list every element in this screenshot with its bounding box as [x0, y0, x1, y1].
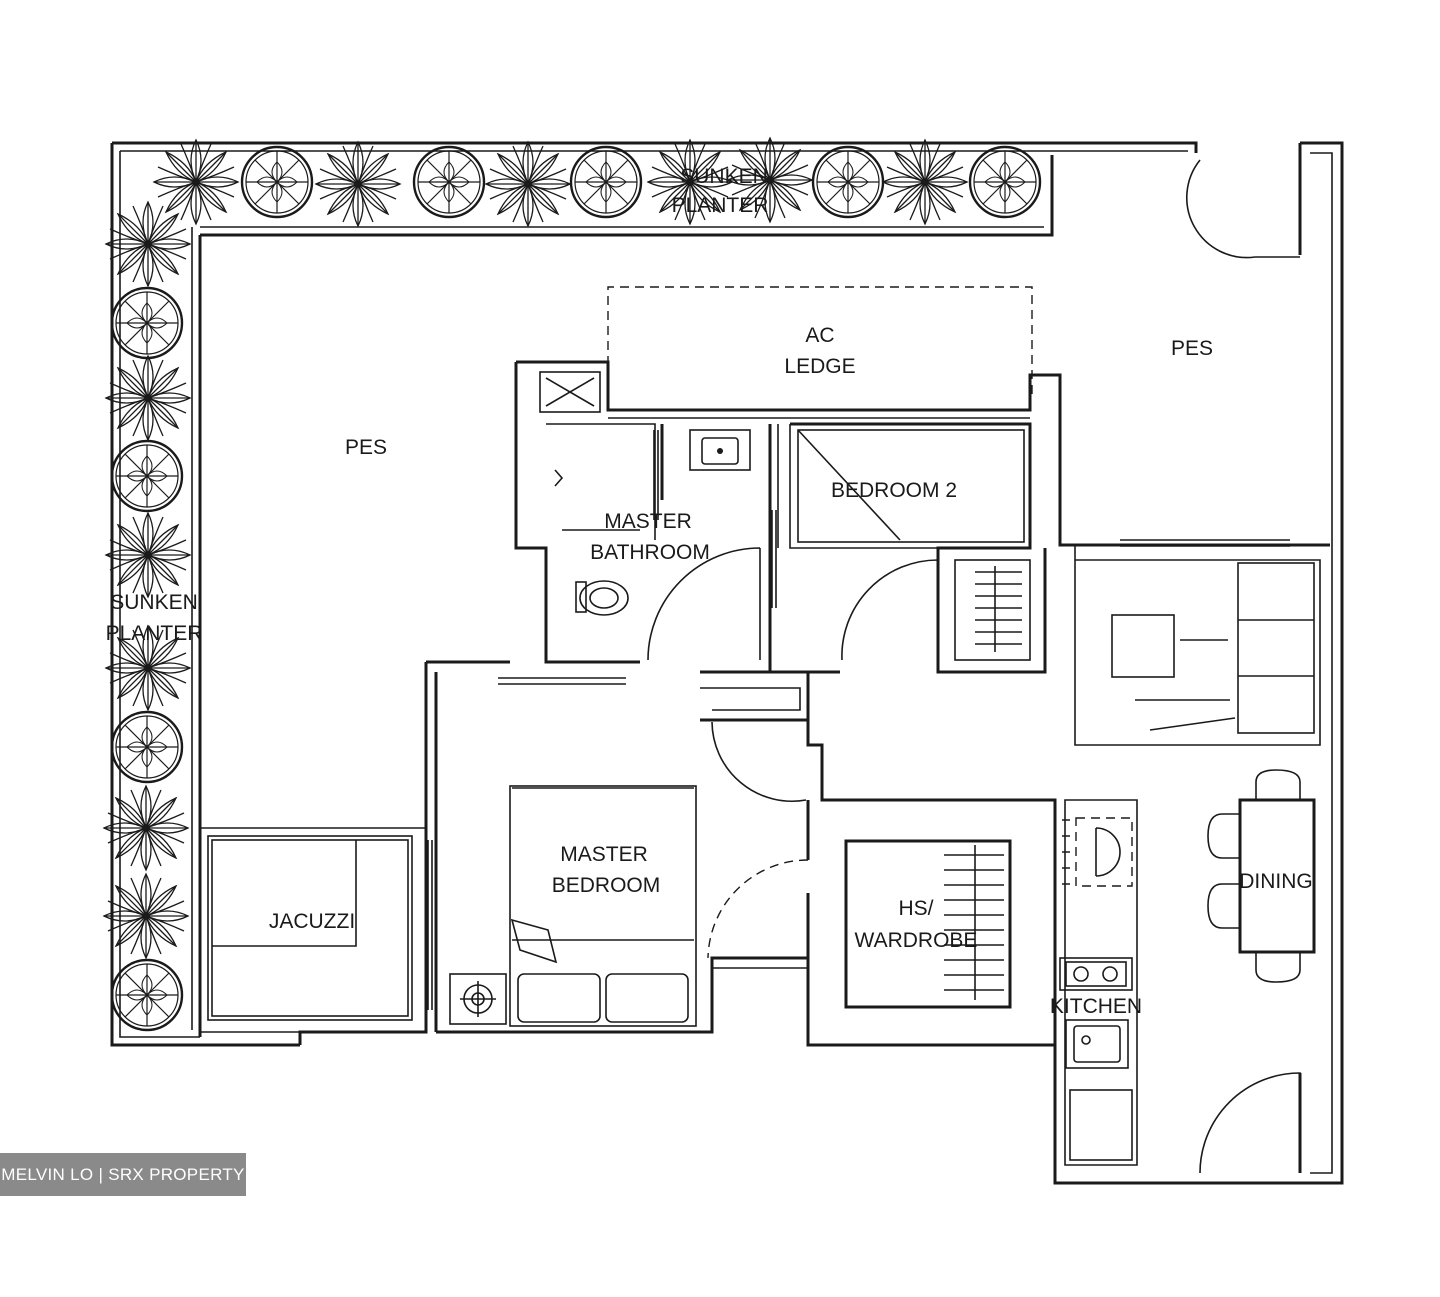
ac-ledge-outline	[607, 286, 1033, 410]
round-tree-icon	[110, 439, 184, 513]
shrub-icon	[882, 139, 968, 225]
sink-icon	[1065, 1019, 1133, 1161]
label-pes-right: PES	[1171, 337, 1213, 360]
label-sunken-planter-left-2: PLANTER	[106, 622, 203, 645]
pillow-icon	[517, 973, 689, 1023]
door-swing-icon	[647, 159, 1301, 1174]
chair-icon	[1207, 769, 1301, 983]
label-jacuzzi: JACUZZI	[269, 910, 355, 933]
shower-icon	[539, 371, 640, 531]
shrub-icon	[105, 355, 191, 441]
bed-icon	[797, 429, 1025, 543]
shrub-icon	[485, 141, 571, 227]
shrub-icon	[105, 201, 191, 287]
round-tree-icon	[811, 145, 885, 219]
label-hs-wardrobe-1: HS/	[898, 897, 933, 920]
label-kitchen: KITCHEN	[1050, 995, 1142, 1018]
label-sunken-planter-top-2: PLANTER	[672, 194, 769, 217]
label-pes-left: PES	[345, 436, 387, 459]
round-tree-icon	[968, 145, 1042, 219]
label-hs-wardrobe-2: WARDROBE	[855, 929, 978, 952]
round-tree-icon	[110, 286, 184, 360]
stove-icon	[1059, 957, 1133, 991]
shrub-icon	[103, 785, 189, 871]
living-furniture	[1111, 562, 1315, 734]
sliding-panels	[427, 430, 1290, 1010]
sunken-planter-left	[103, 201, 191, 1032]
jacuzzi-tub	[207, 835, 413, 1021]
label-sunken-planter-top-1: SUNKEN	[680, 165, 768, 188]
watermark-badge: MELVIN LO | SRX PROPERTY	[0, 1153, 246, 1196]
round-tree-icon	[240, 145, 314, 219]
label-sunken-planter-left-1: SUNKEN	[110, 591, 198, 614]
room-labels: PES PES AC LEDGE SUNKEN PLANTER SUNKEN P…	[106, 165, 1313, 1018]
label-master-bedroom-1: MASTER	[560, 843, 648, 866]
appliance-icon	[1062, 817, 1133, 887]
label-ac-ledge-1: AC	[805, 324, 834, 347]
label-master-bedroom-2: BEDROOM	[552, 874, 661, 897]
label-bedroom-2: BEDROOM 2	[831, 479, 957, 502]
shrub-icon	[315, 141, 401, 227]
shrub-icon	[153, 139, 239, 225]
wardrobe-icon	[844, 839, 1012, 1009]
round-tree-icon	[110, 958, 184, 1032]
round-tree-icon	[569, 145, 643, 219]
bed-icon	[509, 785, 697, 1027]
lamp-icon	[449, 973, 507, 1025]
dining-table	[1238, 798, 1316, 954]
round-tree-icon	[412, 145, 486, 219]
label-ac-ledge-2: LEDGE	[784, 355, 855, 378]
interior-walls	[200, 360, 1330, 1185]
outer-walls	[110, 141, 1344, 1185]
label-dining: DINING	[1239, 870, 1313, 893]
basin-icon	[689, 429, 751, 471]
label-master-bathroom-2: BATHROOM	[590, 541, 710, 564]
shrub-icon	[103, 873, 189, 959]
toilet-icon	[575, 580, 629, 616]
wardrobe-icon	[954, 559, 1031, 661]
label-master-bathroom-1: MASTER	[604, 510, 692, 533]
shrub-icon	[105, 512, 191, 598]
round-tree-icon	[110, 710, 184, 784]
